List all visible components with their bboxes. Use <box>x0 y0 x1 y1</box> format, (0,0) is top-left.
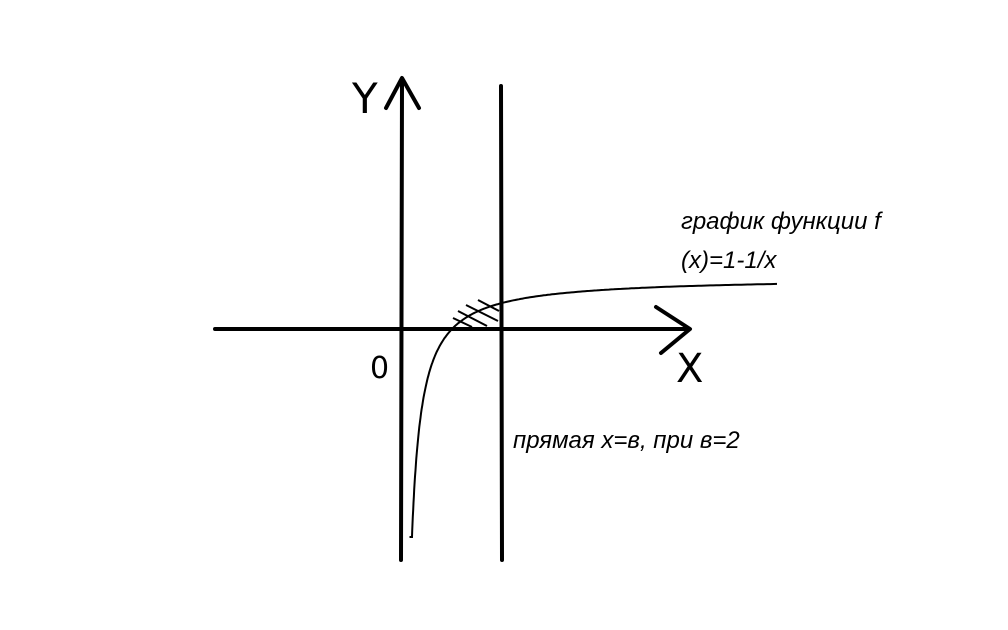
hatch-line <box>477 299 500 312</box>
y-axis-label: Y <box>351 74 378 123</box>
x-axis-arrowhead <box>654 305 692 355</box>
function-curve <box>409 282 778 538</box>
vertical-line-annotation: прямая x=в, при в=2 <box>513 427 740 454</box>
shaded-region <box>452 299 500 328</box>
y-axis-arrowhead <box>384 76 421 110</box>
function-annotation-line1: график функции f <box>681 208 883 235</box>
origin-label: 0 <box>370 351 389 386</box>
hatch-line <box>457 310 488 327</box>
x-axis-label: X <box>676 346 703 392</box>
hatch-line <box>465 304 499 322</box>
vertical-line-x-b <box>499 84 504 562</box>
hatch-line <box>452 317 473 328</box>
y-axis-line <box>399 78 404 562</box>
function-annotation-line2: (x)=1-1/x <box>681 247 777 274</box>
